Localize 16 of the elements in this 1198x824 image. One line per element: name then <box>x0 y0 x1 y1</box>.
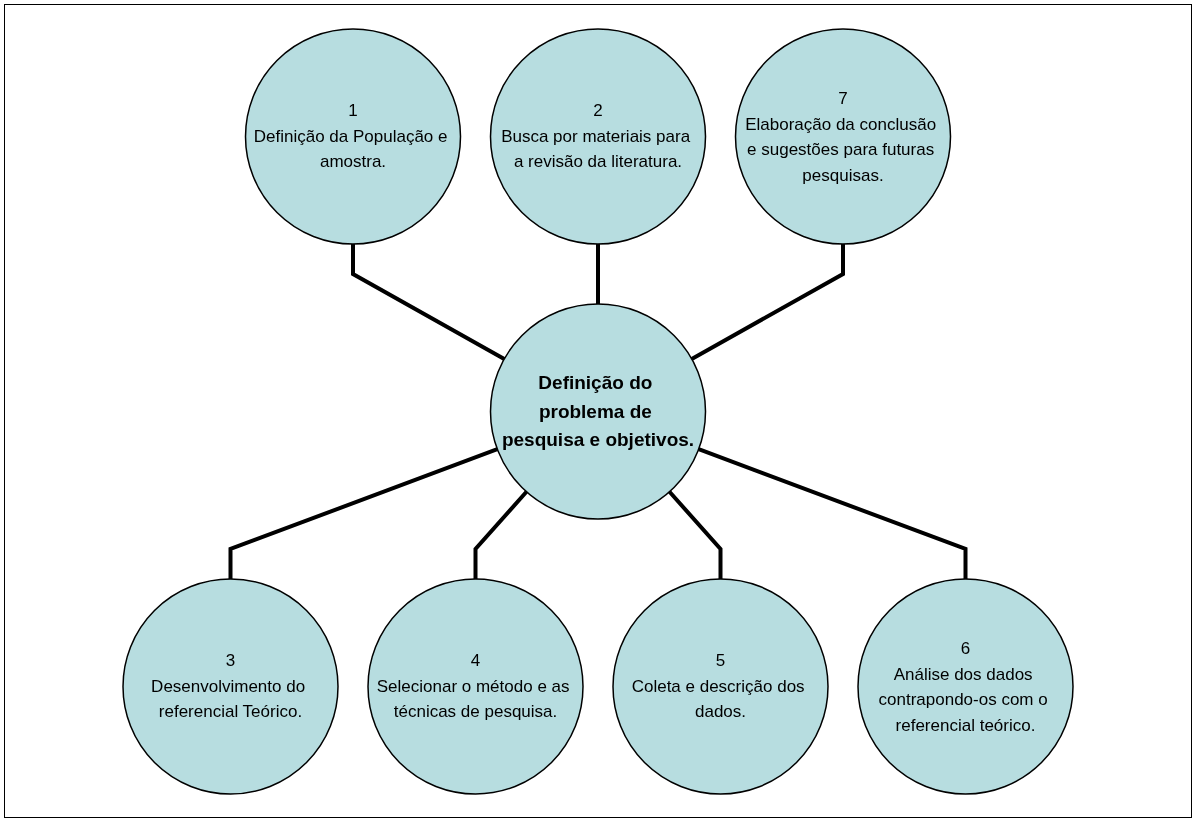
node-circle <box>489 27 707 245</box>
connector <box>596 243 600 304</box>
connector <box>698 446 968 579</box>
node-circle <box>367 577 584 795</box>
connector <box>228 446 498 579</box>
connector <box>690 243 845 361</box>
diagram-frame: 7 Elaboração da conclusão e sugestões para futuras pesquisas. 1 Definição da População e amostra. 2 Busca por materiais para a revisão da literatura. Definição do problema de pesquisa e objetivos. 6 Análise dos dados contrapondo-os com o referencial teórico. 5 Coleta e descrição dos dados. 4 Selecionar o método e as técnicas de pesquisa. 3 Desenvolvimento do referencial Teórico. <box>4 4 1192 818</box>
node-circle <box>489 302 707 520</box>
node-circle <box>857 577 1074 795</box>
node-circle <box>122 577 339 795</box>
node-circle <box>244 27 462 245</box>
connector <box>473 489 528 579</box>
node-circle <box>612 577 829 795</box>
node-circle <box>734 27 952 245</box>
connector <box>351 243 506 361</box>
connector <box>668 489 723 579</box>
